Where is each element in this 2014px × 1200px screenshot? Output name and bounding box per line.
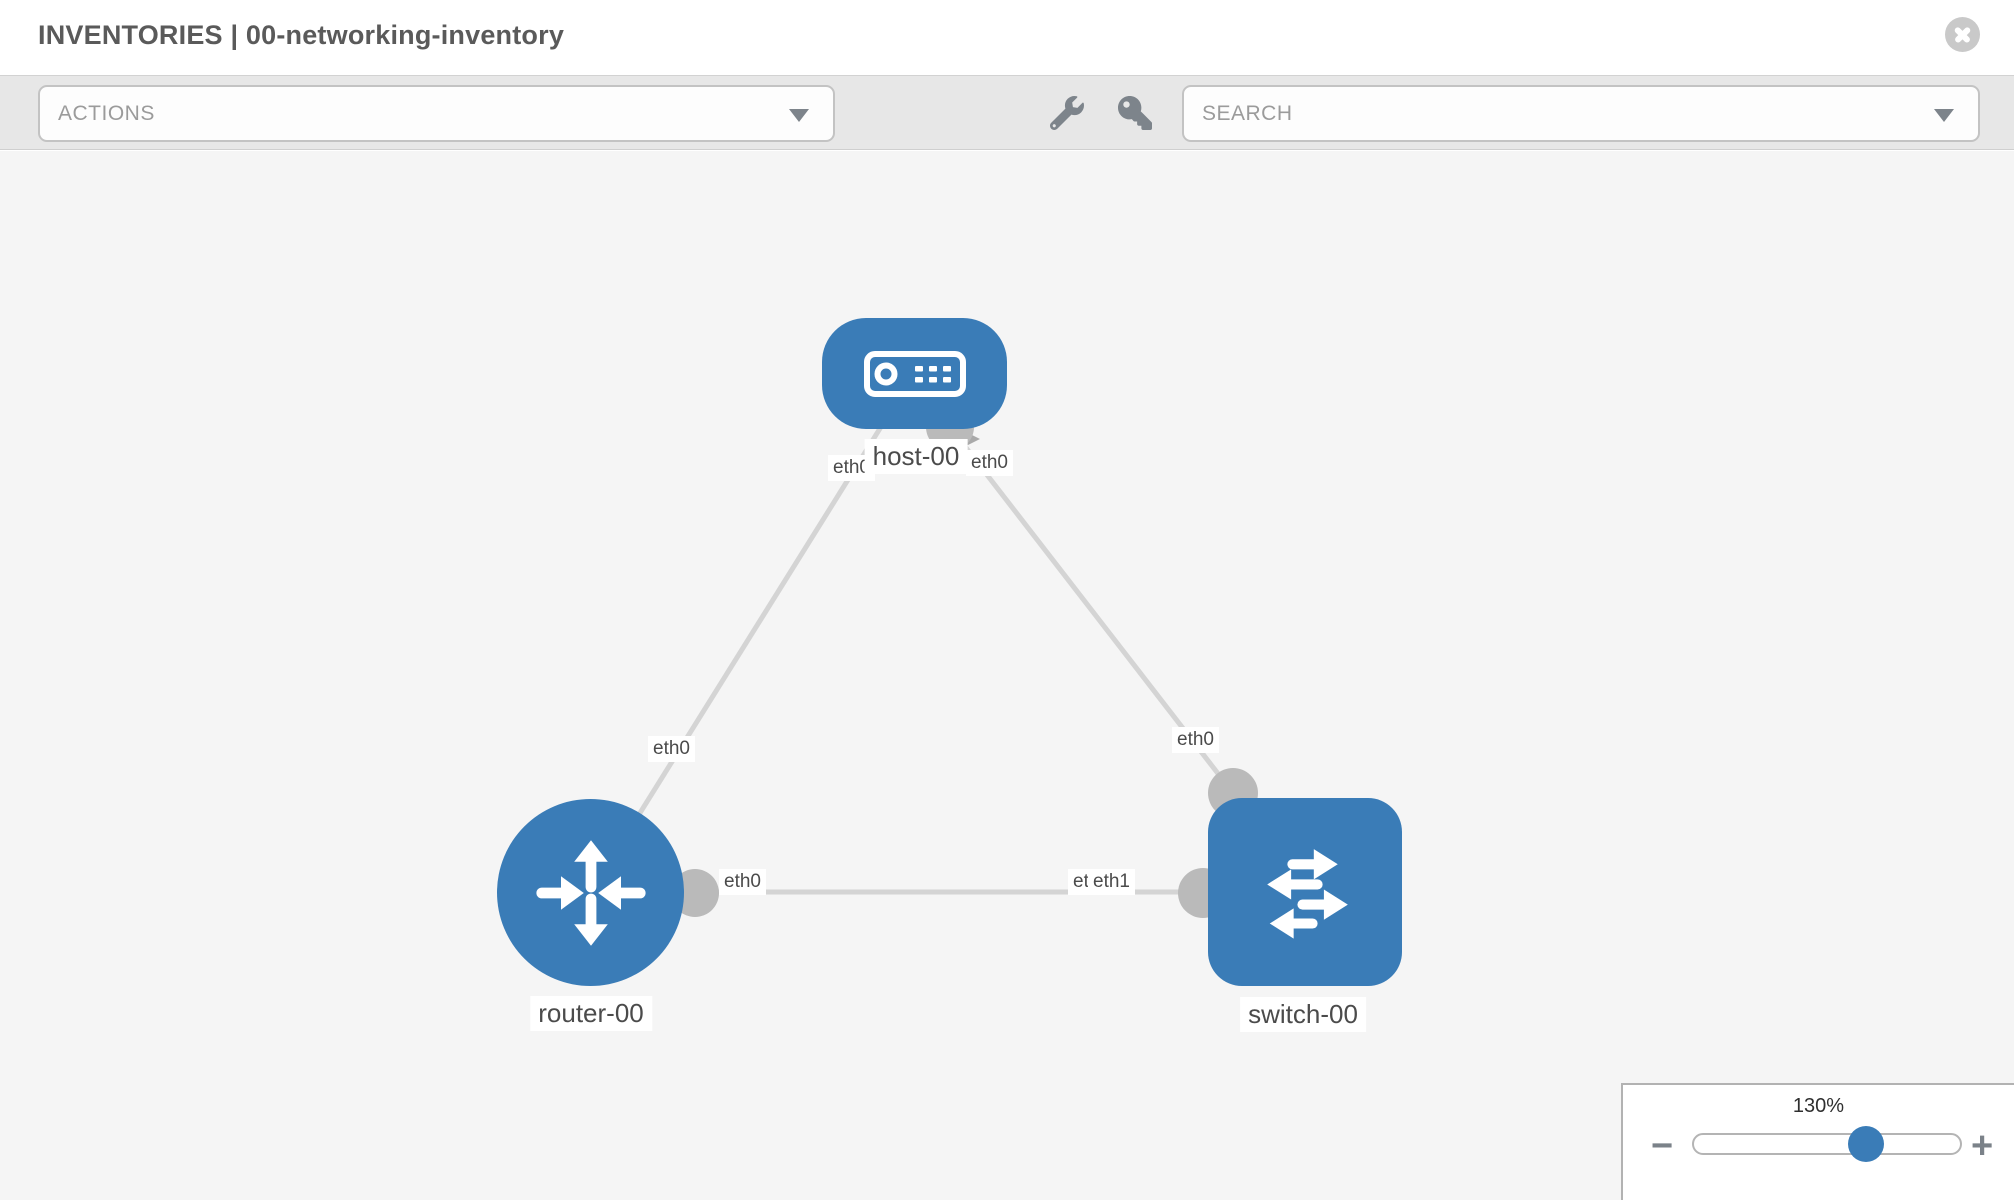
- zoom-in-button[interactable]: +: [1971, 1125, 1994, 1167]
- zoom-slider-track[interactable]: [1692, 1133, 1962, 1155]
- chevron-down-icon: [789, 108, 809, 122]
- toolbar: ACTIONS SEARCH: [0, 75, 2014, 150]
- header: INVENTORIES | 00-networking-inventory: [0, 0, 2014, 75]
- node-label-router-00: router-00: [530, 996, 652, 1031]
- switch-icon: [1267, 849, 1348, 939]
- iface-label-mid-switch: eth1: [1088, 869, 1135, 895]
- node-router-00[interactable]: [497, 799, 684, 986]
- actions-dropdown-label: ACTIONS: [58, 101, 155, 125]
- topology-links: [587, 372, 1235, 895]
- zoom-out-button[interactable]: −: [1651, 1125, 1674, 1167]
- iface-label-mid-router: eth0: [719, 869, 766, 895]
- wrench-icon[interactable]: [1050, 96, 1084, 130]
- iface-label-switch-top: eth0: [1172, 727, 1219, 753]
- actions-dropdown[interactable]: ACTIONS: [38, 85, 835, 142]
- host-icon: [863, 350, 966, 397]
- zoom-level-value: 130%: [1792, 1095, 1845, 1117]
- key-icon[interactable]: [1118, 96, 1152, 130]
- topology-canvas[interactable]: eth0 eth0 eth0 eth0 eth0 eth0 eth1 host-…: [0, 151, 2014, 1200]
- search-dropdown-label: SEARCH: [1202, 101, 1293, 125]
- iface-label-host-right: eth0: [966, 450, 1013, 476]
- iface-label-router-top: eth0: [648, 736, 695, 762]
- page-title: INVENTORIES | 00-networking-inventory: [38, 20, 565, 50]
- zoom-panel: 130% − +: [1621, 1083, 2014, 1200]
- search-dropdown[interactable]: SEARCH: [1182, 85, 1980, 142]
- node-label-switch-00: switch-00: [1240, 997, 1366, 1032]
- chevron-down-icon: [1934, 108, 1954, 122]
- zoom-slider-handle[interactable]: [1848, 1126, 1884, 1162]
- node-switch-00[interactable]: [1208, 798, 1402, 986]
- close-icon[interactable]: [1945, 17, 1980, 52]
- node-label-host-00: host-00: [864, 439, 968, 474]
- node-host-00[interactable]: [822, 318, 1007, 429]
- router-icon: [535, 839, 646, 946]
